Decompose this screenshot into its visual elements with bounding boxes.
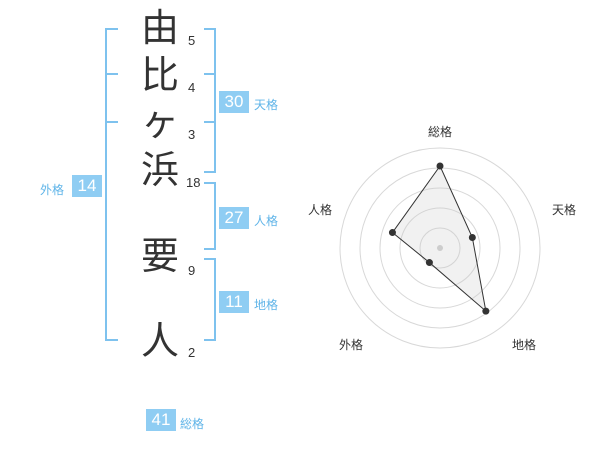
radar-polygon (391, 165, 487, 313)
name-char-2: 比 (140, 53, 179, 97)
radar-point-1 (468, 233, 476, 241)
tenkaku-bracket (204, 28, 216, 173)
gaikaku-badge: 14 (72, 175, 102, 197)
name-char-6: 人 (140, 319, 179, 363)
radar-axis-label-2: 地格 (512, 338, 537, 352)
chikaku-bracket (204, 258, 216, 341)
radar-ring-0 (419, 227, 461, 269)
tenkaku-label: 天格 (254, 98, 279, 112)
stroke-count-3: 3 (188, 127, 196, 142)
radar-ring-4 (339, 147, 541, 349)
jinkaku-label: 人格 (254, 214, 279, 228)
radar-ring-1 (399, 207, 481, 289)
stroke-count-2: 4 (188, 80, 196, 95)
stroke-count-1: 5 (188, 33, 196, 48)
name-char-3: ヶ (140, 100, 179, 144)
chikaku-label: 地格 (254, 298, 279, 312)
stroke-count-4: 18 (186, 175, 201, 190)
radar-axis-label-1: 天格 (552, 203, 577, 217)
radar-axis-label-3: 外格 (339, 338, 364, 352)
gaikaku-label: 外格 (40, 183, 65, 197)
jinkaku-badge: 27 (219, 207, 249, 229)
radar-point-4 (388, 229, 396, 237)
tenkaku-badge: 30 (219, 91, 249, 113)
radar-point-0 (436, 162, 444, 170)
radar-point-2 (482, 307, 490, 315)
stroke-count-5: 9 (188, 263, 196, 278)
soukaku-label: 総格 (180, 417, 205, 431)
radar-axis-label-4: 人格 (308, 203, 333, 217)
name-char-1: 由 (140, 6, 179, 50)
radar-point-3 (425, 259, 433, 267)
radar-ring-2 (379, 187, 501, 309)
soukaku-badge: 41 (146, 409, 176, 431)
stroke-count-6: 2 (188, 345, 196, 360)
name-char-4: 浜 (140, 148, 179, 192)
chikaku-badge: 11 (219, 291, 249, 313)
radar-axis-label-0: 総格 (428, 125, 453, 139)
radar-center-dot (437, 245, 443, 251)
gaikaku-bracket (105, 28, 118, 341)
jinkaku-bracket (204, 182, 216, 250)
name-char-5: 要 (140, 234, 179, 278)
